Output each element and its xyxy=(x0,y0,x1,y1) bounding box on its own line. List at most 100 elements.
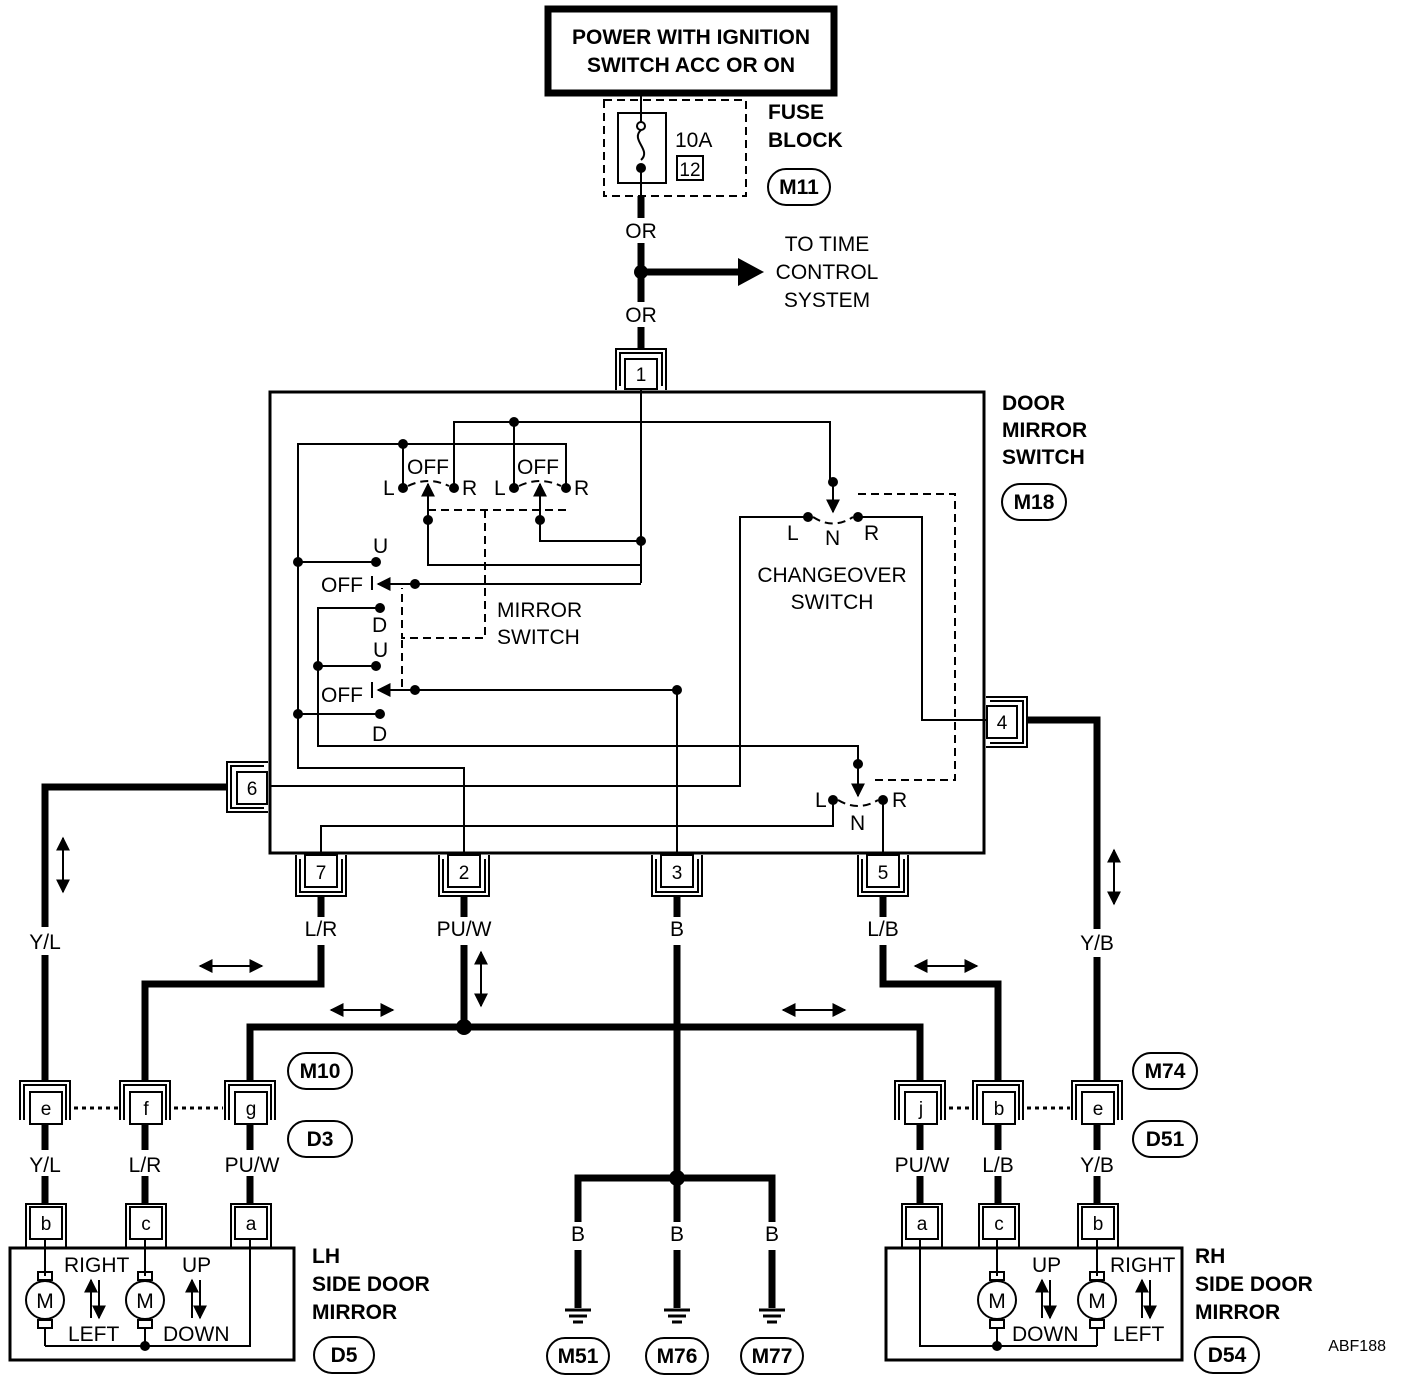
fuse-number: 12 xyxy=(679,160,700,181)
ground-group: B B B M51 M76 M77 xyxy=(546,1223,804,1375)
power-source-box: POWER WITH IGNITION SWITCH ACC OR ON xyxy=(544,5,838,97)
wire-color-lh-g: PU/W xyxy=(225,1154,280,1177)
switch-title-line1: DOOR xyxy=(1002,392,1065,415)
wire-color-rh-b: L/B xyxy=(982,1154,1014,1177)
wire-color-t6: Y/L xyxy=(29,931,61,954)
power-source-line1: POWER WITH IGNITION xyxy=(572,26,810,49)
lh-motor1-label: M xyxy=(36,1290,54,1313)
ground-icon xyxy=(759,1308,785,1324)
rh-joint-pin-e: e xyxy=(1093,1099,1104,1120)
changeover-label-line2: SWITCH xyxy=(791,591,874,614)
rh-mirror-title-line1: RH xyxy=(1195,1245,1225,1268)
switch-connector-id: M18 xyxy=(1014,491,1055,514)
selector2-left-label: L xyxy=(494,477,506,500)
fuse-block-title-line1: FUSE xyxy=(768,101,824,124)
lh-joint-pin-f: f xyxy=(143,1099,149,1120)
rh-joint-pin-b: b xyxy=(994,1099,1005,1120)
rh-side-door-mirror: a c b M UP DOWN M RIGHT LEFT RH SIDE DOO… xyxy=(884,1203,1313,1374)
fuse-icon xyxy=(636,129,646,161)
switch-terminal-5: 5 xyxy=(878,863,889,884)
wire-color-t2: PU/W xyxy=(437,918,492,941)
mirror-switch-down2-label: D xyxy=(372,723,387,746)
ground-icon xyxy=(664,1308,690,1324)
mirror-switch-down1-label: D xyxy=(372,614,387,637)
selector2-off-label: OFF xyxy=(517,456,559,479)
rh-mirror-pin-c: c xyxy=(994,1214,1004,1235)
wire-color-rh-j: PU/W xyxy=(895,1154,950,1177)
switch-title-line2: MIRROR xyxy=(1002,419,1087,442)
selector1-right-label: R xyxy=(462,477,477,500)
fuse-block: 10A 12 FUSE BLOCK M11 xyxy=(603,93,843,206)
lh-mirror-title-line3: MIRROR xyxy=(312,1301,397,1324)
changeover-lower-left-label: L xyxy=(815,789,827,812)
door-mirror-switch: DOOR MIRROR SWITCH M18 1 6 4 7 2 3 5 xyxy=(226,348,1087,897)
lh-joint-connector-upper: M10 xyxy=(300,1060,341,1083)
changeover-label-line1: CHANGEOVER xyxy=(757,564,906,587)
changeover-lower-right-label: R xyxy=(892,789,907,812)
lh-mirror-title-line1: LH xyxy=(312,1245,340,1268)
fuse-block-connector-id: M11 xyxy=(779,176,819,199)
selector1-left-label: L xyxy=(383,477,395,500)
wire-color-lh-e: Y/L xyxy=(29,1154,61,1177)
lh-down-label: DOWN xyxy=(163,1323,230,1346)
diagram-code: ABF188 xyxy=(1328,1338,1386,1355)
mirror-switch-up1-label: U xyxy=(373,535,388,558)
lh-joint-connector: e f g M10 D3 xyxy=(19,1052,353,1158)
rh-joint-connector-lower: D51 xyxy=(1146,1128,1185,1151)
lh-joint-pin-g: g xyxy=(246,1099,257,1120)
rh-mirror-title-line3: MIRROR xyxy=(1195,1301,1280,1324)
wire-color-or-lower: OR xyxy=(625,304,657,327)
time-control-line2: CONTROL xyxy=(776,261,879,284)
rh-left-label: LEFT xyxy=(1113,1323,1165,1346)
power-source-line2: SWITCH ACC OR ON xyxy=(587,54,795,77)
fuse-block-title-line2: BLOCK xyxy=(768,129,843,152)
switch-terminal-7: 7 xyxy=(316,863,327,884)
lh-motor2-label: M xyxy=(136,1290,154,1313)
wire-color-t4: Y/B xyxy=(1080,932,1114,955)
rh-joint-connector: j b e M74 D51 xyxy=(894,1052,1198,1158)
lh-mirror-pin-c: c xyxy=(141,1214,151,1235)
mirror-switch-up2-label: U xyxy=(373,639,388,662)
time-control-line1: TO TIME xyxy=(785,233,869,256)
lh-mirror-connector-id: D5 xyxy=(331,1344,358,1367)
mirror-switch-label-line1: MIRROR xyxy=(497,599,582,622)
changeover-upper-left-label: L xyxy=(787,522,799,545)
rh-motor1-label: M xyxy=(988,1290,1006,1313)
lh-joint-pin-e: e xyxy=(41,1099,52,1120)
lh-side-door-mirror: b c a M RIGHT LEFT M UP DOWN LH SIDE DOO… xyxy=(8,1203,430,1374)
ground-connector-1: M51 xyxy=(558,1345,599,1368)
wire-color-t3: B xyxy=(670,918,684,941)
rh-right-label: RIGHT xyxy=(1110,1254,1176,1277)
wire-color-t7: L/R xyxy=(305,918,338,941)
rh-mirror-pin-a: a xyxy=(917,1214,928,1235)
switch-terminal-1: 1 xyxy=(636,365,647,386)
fuse-rating: 10A xyxy=(675,129,712,152)
rh-mirror-title-line2: SIDE DOOR xyxy=(1195,1273,1313,1296)
time-control-line3: SYSTEM xyxy=(784,289,870,312)
wire-color-or-upper: OR xyxy=(625,220,657,243)
rh-joint-pin-j: j xyxy=(918,1099,923,1120)
lh-mirror-pin-b: b xyxy=(41,1214,52,1235)
mirror-switch-off2-label: OFF xyxy=(321,684,363,707)
changeover-upper-right-label: R xyxy=(864,522,879,545)
wire-color-ground2: B xyxy=(670,1223,684,1246)
lh-left-label: LEFT xyxy=(68,1323,120,1346)
lh-mirror-title-line2: SIDE DOOR xyxy=(312,1273,430,1296)
wire-color-ground1: B xyxy=(571,1223,585,1246)
changeover-upper-neutral-label: N xyxy=(825,527,840,550)
rh-joint-connector-upper: M74 xyxy=(1145,1060,1186,1083)
wire-color-rh-e: Y/B xyxy=(1080,1154,1114,1177)
switch-terminal-4: 4 xyxy=(997,713,1008,734)
changeover-lower-neutral-label: N xyxy=(850,812,865,835)
wire-color-lh-f: L/R xyxy=(129,1154,162,1177)
switch-terminal-2: 2 xyxy=(459,863,470,884)
rh-up-label: UP xyxy=(1032,1254,1061,1277)
lh-up-label: UP xyxy=(182,1254,211,1277)
rh-mirror-connector-id: D54 xyxy=(1208,1344,1247,1367)
lh-right-label: RIGHT xyxy=(64,1254,130,1277)
lh-joint-connector-lower: D3 xyxy=(307,1128,334,1151)
selector1-off-label: OFF xyxy=(407,456,449,479)
ground-icon xyxy=(565,1308,591,1324)
ground-connector-2: M76 xyxy=(657,1345,698,1368)
